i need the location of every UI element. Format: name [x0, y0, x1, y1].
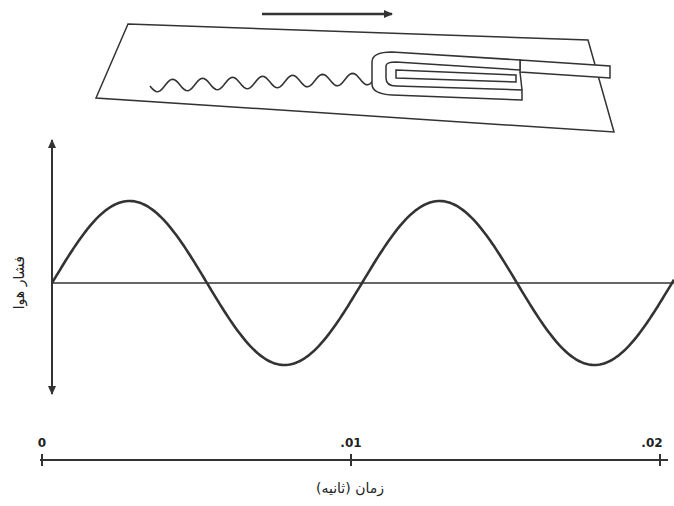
traced-wave [150, 73, 380, 92]
paper-strip [96, 24, 614, 132]
motion-arrow [262, 13, 392, 16]
axis-label: زمان (ثانیه) [316, 481, 384, 496]
tuning-fork [372, 52, 610, 100]
pressure-axis [51, 140, 53, 283]
tick [659, 454, 661, 466]
tick [350, 454, 352, 466]
tick-label: .01 [340, 437, 361, 450]
tick-label: .02 [641, 437, 662, 450]
tick [41, 454, 43, 466]
axis-label: فشار هوا [12, 256, 27, 309]
tick-label: 0 [38, 437, 46, 450]
pressure-axis [51, 283, 53, 394]
time-axis [40, 459, 668, 461]
pressure-wave [52, 201, 674, 365]
